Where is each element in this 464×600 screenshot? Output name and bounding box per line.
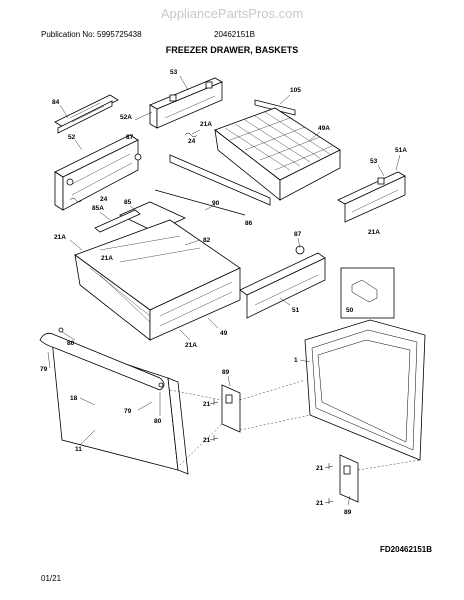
date-code: 01/21 xyxy=(41,574,62,583)
part-1-gasket-frame xyxy=(304,319,426,461)
part-50-inset xyxy=(340,267,395,319)
callout-87-top: 87 xyxy=(126,134,134,141)
callout-24-left: 24 xyxy=(100,196,108,203)
callout-21-lower-a: 21 xyxy=(316,465,324,472)
callout-24-top: 24 xyxy=(188,138,196,145)
callout-49a: 49A xyxy=(318,125,330,132)
callout-86: 86 xyxy=(245,220,253,227)
callout-21a-top: 21A xyxy=(200,121,212,128)
part-49-lower-basket xyxy=(74,219,241,341)
publication-number: Publication No: 5995725438 xyxy=(41,30,142,39)
callout-21a-bottom: 21A xyxy=(185,342,197,349)
callout-85: 85 xyxy=(124,199,132,206)
leader-lines xyxy=(47,75,401,506)
part-11-drawer-front xyxy=(39,327,189,475)
callout-21-lower-b: 21 xyxy=(316,500,324,507)
part-51a-right-slide xyxy=(337,171,406,223)
part-89-bracket-lower xyxy=(339,454,359,503)
callout-52: 52 xyxy=(68,134,76,141)
part-90-crossbar xyxy=(154,189,246,216)
callout-85a: 85A xyxy=(92,205,104,212)
callout-53-top: 53 xyxy=(170,69,178,76)
part-52a-upper-slide xyxy=(149,77,223,129)
callout-21-upper-a: 21 xyxy=(203,401,211,408)
part-51-side-rail xyxy=(239,245,326,319)
callout-53-right: 53 xyxy=(370,158,378,165)
page-title: FREEZER DRAWER, BASKETS xyxy=(165,45,299,55)
document-id: 20462151B xyxy=(214,30,255,39)
part-21-screws xyxy=(209,399,334,504)
watermark-text: AppliancePartsPros.com xyxy=(160,6,304,21)
figure-id: FD20462151B xyxy=(380,545,433,554)
callout-51a: 51A xyxy=(395,147,407,154)
callout-87-right: 87 xyxy=(294,231,302,238)
part-49a-upper-basket xyxy=(214,107,341,201)
callout-49: 49 xyxy=(220,330,228,337)
callout-80-top: 80 xyxy=(67,340,75,347)
callout-105: 105 xyxy=(290,87,301,94)
callout-90: 90 xyxy=(212,200,220,207)
part-24-spring-left xyxy=(69,197,83,203)
part-86-rail xyxy=(169,154,271,206)
part-89-bracket-upper xyxy=(221,384,241,433)
part-105-divider xyxy=(254,99,296,116)
callout-52a: 52A xyxy=(120,114,132,121)
callout-80-right: 80 xyxy=(154,418,162,425)
callout-51: 51 xyxy=(292,307,300,314)
part-85a-divider xyxy=(94,209,141,233)
callout-18: 18 xyxy=(70,395,78,402)
callout-11: 11 xyxy=(75,446,82,453)
callout-21-upper-b: 21 xyxy=(203,437,211,444)
part-84-slide-rail xyxy=(54,94,119,134)
callout-1: 1 xyxy=(294,357,298,364)
callout-79-right: 79 xyxy=(124,408,132,415)
callout-89-upper: 89 xyxy=(222,369,230,376)
callout-21a-right: 21A xyxy=(368,229,380,236)
callout-21a-mid: 21A xyxy=(101,255,113,262)
callout-84: 84 xyxy=(52,99,60,106)
part-52-left-slide xyxy=(54,134,142,211)
callout-89-lower: 89 xyxy=(344,509,352,516)
callout-21a-left: 21A xyxy=(54,234,66,241)
callout-79-left: 79 xyxy=(40,366,48,373)
callout-82: 82 xyxy=(203,237,211,244)
callout-labels: 84 53 105 52A 21A 87 24 49A 52 53 51A 24… xyxy=(40,69,407,516)
part-18-handle xyxy=(39,332,165,391)
callout-50: 50 xyxy=(346,307,354,314)
part-24-spring xyxy=(184,132,198,138)
